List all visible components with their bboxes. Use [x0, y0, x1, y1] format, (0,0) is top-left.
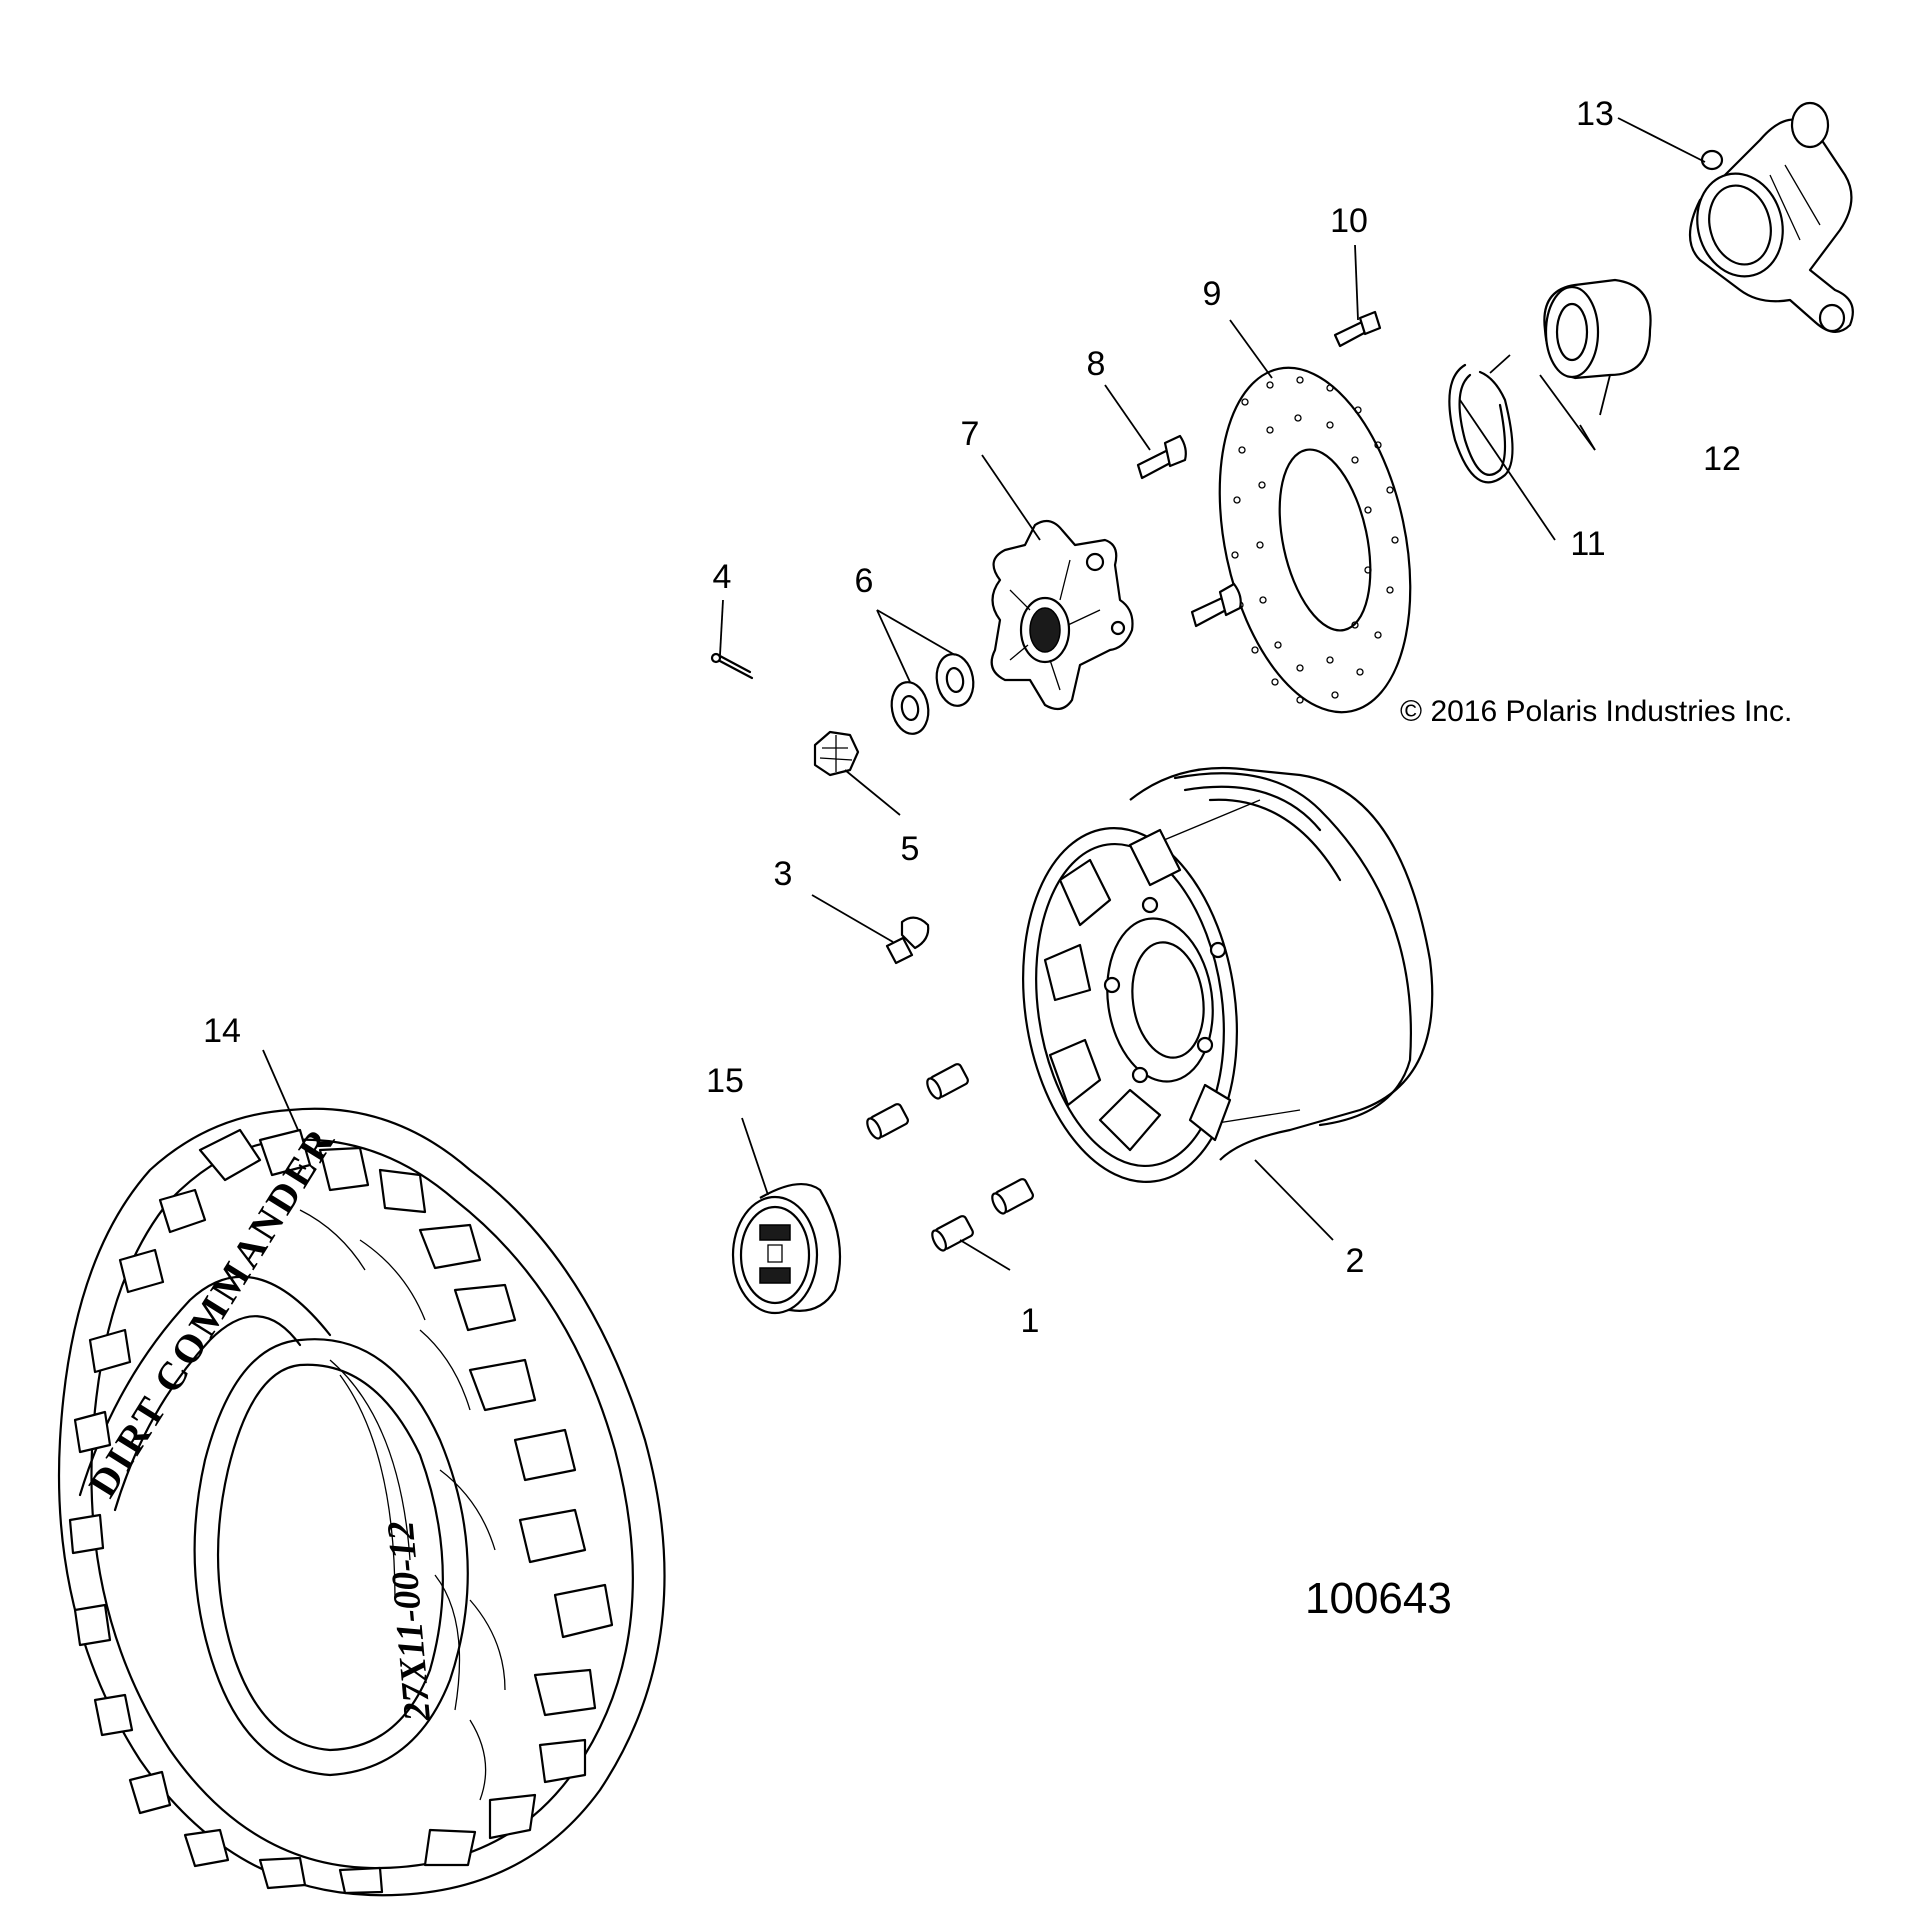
part-8-hub-bolts[interactable]: [1136, 434, 1242, 628]
part-10-bolt[interactable]: [1333, 310, 1382, 348]
part-2-wheel-rim[interactable]: [1001, 766, 1434, 1196]
callout-5: 5: [901, 830, 920, 868]
callout-6: 6: [855, 562, 874, 600]
callout-12: 12: [1703, 440, 1741, 478]
callout-4: 4: [713, 558, 732, 596]
callout-3: 3: [774, 855, 793, 893]
part-9-brake-disc[interactable]: [1191, 350, 1440, 730]
part-7-wheel-hub[interactable]: [990, 519, 1134, 711]
copyright-notice: © 2016 Polaris Industries Inc.: [1400, 695, 1792, 728]
callout-14: 14: [203, 1012, 241, 1050]
callout-13: 13: [1576, 95, 1614, 133]
part-5-castle-nut[interactable]: [813, 730, 860, 777]
part-14-tire[interactable]: DIRT COMMANDER 27X11-00-12: [57, 1107, 666, 1897]
callout-9: 9: [1203, 275, 1222, 313]
part-6-washers[interactable]: [888, 651, 977, 736]
part-13-bearing-carrier[interactable]: [1686, 101, 1854, 333]
part-3-valve-stem[interactable]: [885, 916, 930, 965]
callout-2: 2: [1346, 1242, 1365, 1280]
callout-15: 15: [706, 1062, 744, 1100]
callout-11: 11: [1570, 525, 1605, 563]
part-11-retaining-ring[interactable]: [1448, 363, 1514, 484]
callout-10: 10: [1330, 202, 1368, 240]
callout-numbers: 1 2 3 4 5 6 7 8 9 10 11 12 13 14 15: [203, 95, 1741, 1340]
part-4-cotter-pin[interactable]: [710, 652, 754, 680]
part-1-lug-nuts[interactable]: [865, 1063, 1035, 1253]
callout-1: 1: [1021, 1302, 1040, 1340]
drawing-number: 100643: [1305, 1574, 1452, 1623]
callout-8: 8: [1087, 345, 1106, 383]
part-12-wheel-bearing[interactable]: [1543, 278, 1652, 380]
callout-7: 7: [961, 415, 980, 453]
part-15-center-cap[interactable]: [731, 1183, 842, 1315]
leader-lines: [262, 117, 1706, 1271]
